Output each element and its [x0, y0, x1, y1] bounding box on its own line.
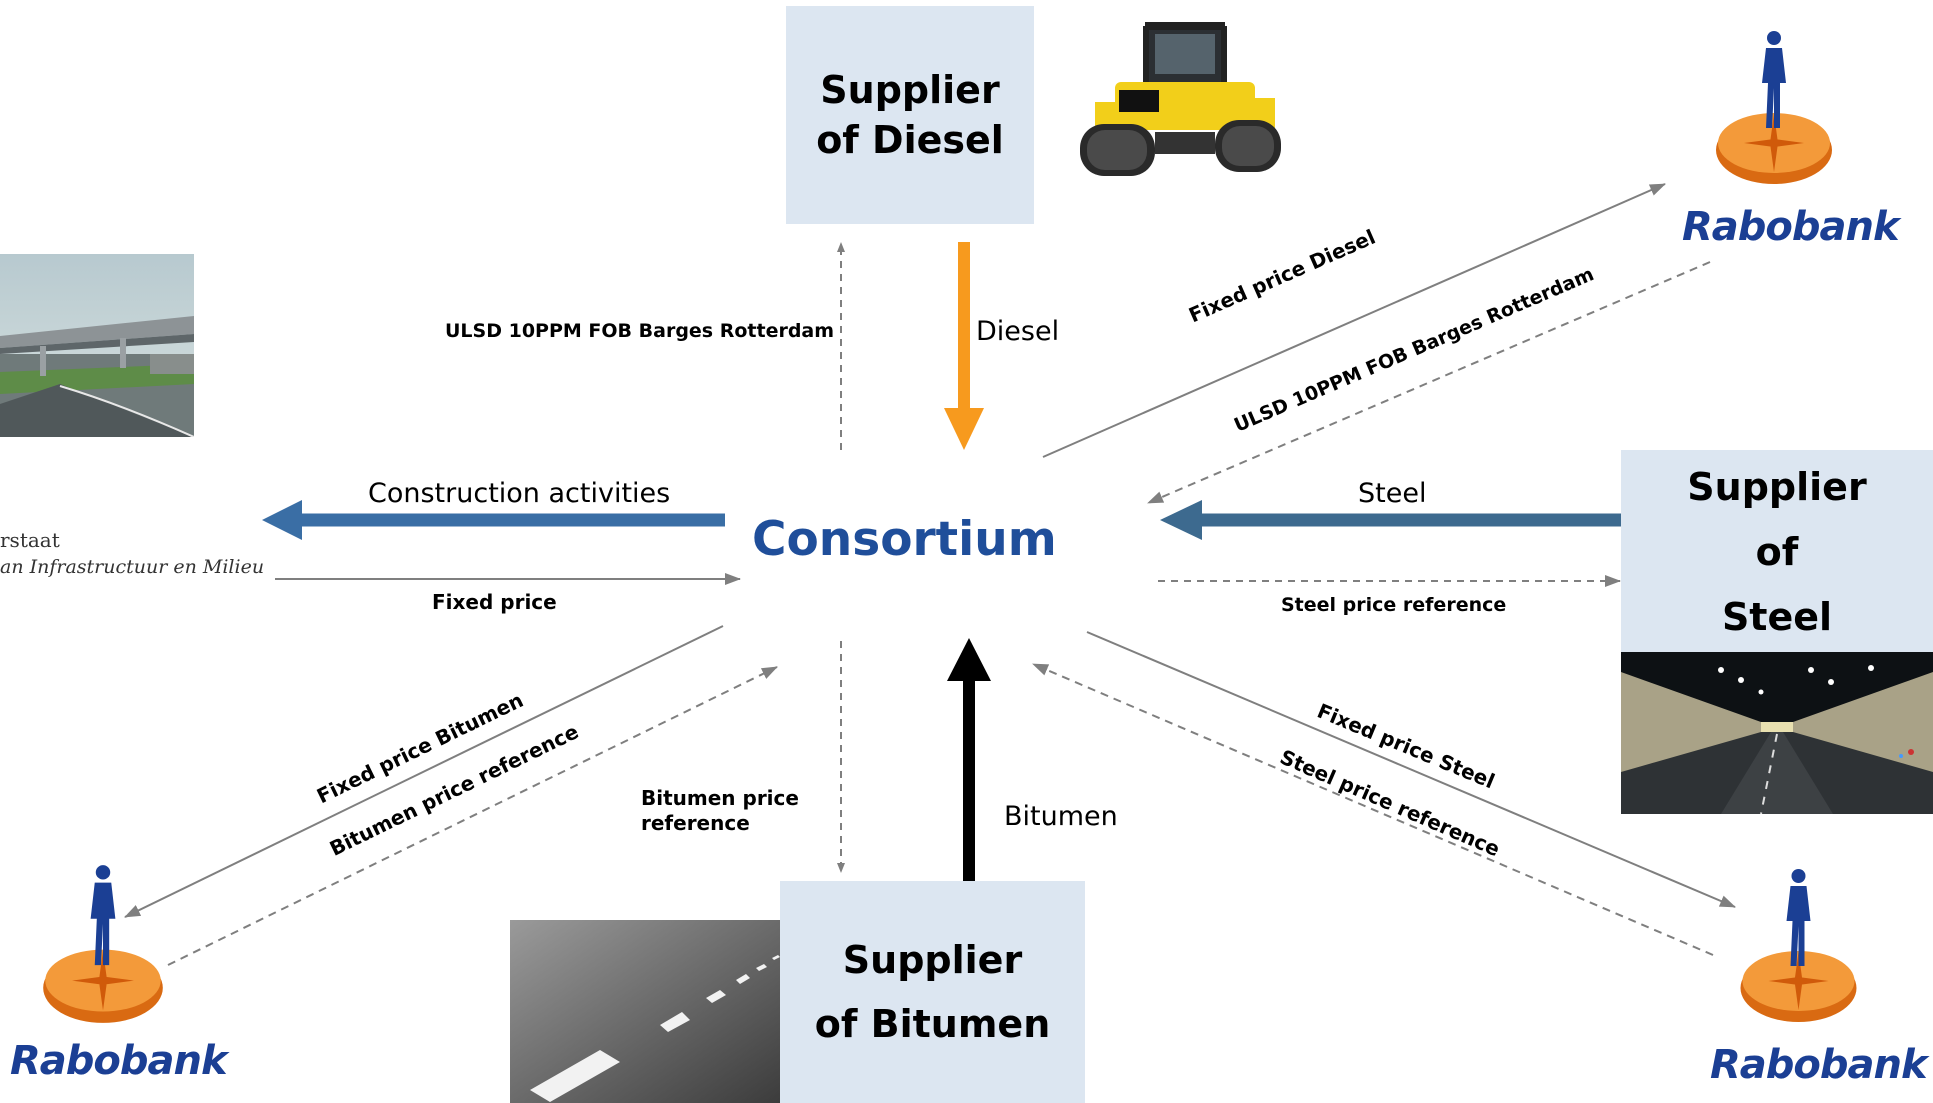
steel-supplier-line3: Steel [1721, 594, 1833, 639]
steel-supplier-line1: Supplier [1687, 464, 1867, 509]
road-roller-icon [1075, 12, 1285, 192]
diesel-supplier-box: Supplier of Diesel [786, 6, 1034, 224]
rabobank-name: Rabobank [1710, 1042, 1928, 1088]
bitumen-reference-label-line2: reference [641, 811, 750, 835]
ulsd-diagonal-arrow [1147, 261, 1711, 504]
rabobank-logo-icon [1740, 869, 1857, 1022]
steel-supplier-box: Supplier of Steel [1621, 450, 1933, 654]
bridge-highway-image [0, 254, 194, 437]
ulsd-top-label: ULSD 10PPM FOB Barges Rotterdam [445, 320, 835, 342]
steel-reference-diag-arrow [1032, 663, 1714, 956]
client-name-line1: rstaat [0, 528, 60, 552]
rabobank-logo-bottom-left: Rabobank [8, 862, 244, 1103]
rabobank-logo-icon [43, 865, 163, 1023]
rabobank-logo-bottom-right: Rabobank [1706, 866, 1933, 1103]
bitumen-label: Bitumen [1004, 801, 1118, 832]
diesel-label: Diesel [976, 316, 1060, 347]
diesel-flow-arrow [944, 242, 984, 450]
bitumen-supplier-line1: Supplier [842, 938, 1023, 982]
client-name-line2: an Infrastructuur en Milieu [0, 556, 265, 578]
construction-label: Construction activities [368, 478, 671, 509]
asphalt-road-image [510, 920, 780, 1103]
rabobank-name: Rabobank [10, 1038, 228, 1084]
diesel-supplier-line2: of Diesel [816, 118, 1004, 162]
diesel-supplier-line1: Supplier [820, 68, 1000, 112]
bitumen-flow-arrow [947, 638, 991, 883]
fixed-price-label: Fixed price [432, 590, 557, 614]
tunnel-image [1621, 652, 1933, 814]
fixed-price-bitumen-arrow [124, 625, 724, 918]
steel-label: Steel [1358, 478, 1427, 509]
bitumen-reference-diag-arrow [167, 666, 778, 966]
steel-flow-arrow [1160, 500, 1623, 540]
fixed-price-steel-arrow [1086, 631, 1736, 908]
rabobank-logo-top-right: Rabobank [1682, 28, 1918, 252]
construction-flow-arrow [262, 500, 725, 540]
rabobank-logo-icon [1716, 31, 1832, 184]
steel-supplier-line2: of [1755, 529, 1799, 574]
bitumen-supplier-box: Supplier of Bitumen [780, 881, 1085, 1103]
bitumen-reference-label-line1: Bitumen price [641, 786, 799, 810]
bitumen-supplier-line2: of Bitumen [814, 1002, 1051, 1046]
rabobank-name: Rabobank [1682, 204, 1900, 250]
fixed-price-diesel-arrow [1042, 183, 1666, 458]
consortium-label: Consortium [752, 512, 1057, 567]
steel-reference-label: Steel price reference [1281, 594, 1507, 616]
